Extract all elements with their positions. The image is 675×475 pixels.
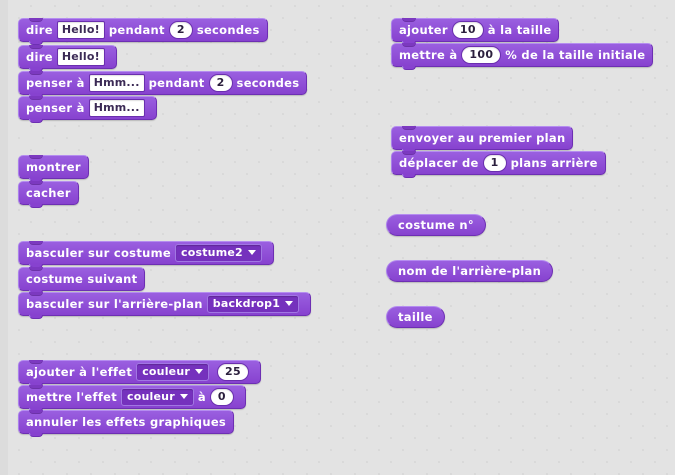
block-label: dire xyxy=(26,23,53,37)
block-next-costume[interactable]: costume suivant xyxy=(18,267,146,294)
number-input-field[interactable]: 100 xyxy=(461,46,502,64)
block-label: secondes xyxy=(236,76,300,90)
block-costume-number[interactable]: costume n° xyxy=(386,214,486,236)
number-input-field[interactable]: 2 xyxy=(168,21,193,39)
block-label: à xyxy=(197,390,206,404)
block-label: ajouter à l'effet xyxy=(26,365,133,379)
block-label: envoyer au premier plan xyxy=(399,131,566,145)
block-label: montrer xyxy=(26,160,81,174)
block-show[interactable]: montrer xyxy=(18,155,89,182)
block-change-effect[interactable]: ajouter à l'effet couleur 25 xyxy=(18,360,261,387)
block-label: basculer sur l'arrière-plan xyxy=(26,297,203,311)
number-input-field[interactable]: 1 xyxy=(482,154,507,172)
block-label: annuler les effets graphiques xyxy=(26,415,227,429)
block-label: ajouter xyxy=(399,23,448,37)
block-label: nom de l'arrière-plan xyxy=(398,264,542,278)
dropdown-menu[interactable]: couleur xyxy=(136,363,209,381)
dropdown-menu[interactable]: backdrop1 xyxy=(206,295,300,313)
text-input-field[interactable]: Hello! xyxy=(56,21,105,39)
block-label: costume suivant xyxy=(26,272,138,286)
block-label: pendant xyxy=(148,76,205,90)
dropdown-value: couleur xyxy=(142,365,190,378)
palette-left-gutter xyxy=(0,0,8,475)
block-backdrop-name[interactable]: nom de l'arrière-plan xyxy=(386,260,554,282)
block-label: secondes xyxy=(196,23,260,37)
block-label: taille xyxy=(398,310,433,324)
dropdown-menu[interactable]: costume2 xyxy=(175,244,262,262)
block-label: penser à xyxy=(26,76,85,90)
block-label: mettre à xyxy=(399,48,458,62)
number-input-field[interactable]: 10 xyxy=(451,21,484,39)
dropdown-value: costume2 xyxy=(181,246,243,259)
chevron-down-icon xyxy=(247,250,256,255)
block-label: plans arrière xyxy=(510,156,598,170)
number-input-field[interactable]: 0 xyxy=(209,388,234,406)
block-size[interactable]: taille xyxy=(386,306,445,328)
block-label: penser à xyxy=(26,101,85,115)
block-go-to-front[interactable]: envoyer au premier plan xyxy=(391,126,574,153)
block-label: pendant xyxy=(108,23,165,37)
text-input-field[interactable]: Hmm... xyxy=(88,74,145,92)
chevron-down-icon xyxy=(285,301,294,306)
block-label: costume n° xyxy=(398,218,474,232)
block-label: déplacer de xyxy=(399,156,479,170)
block-label: % de la taille initiale xyxy=(505,48,646,62)
dropdown-menu[interactable]: couleur xyxy=(121,388,194,406)
block-label: dire xyxy=(26,50,53,64)
chevron-down-icon xyxy=(195,369,203,374)
block-switch-backdrop[interactable]: basculer sur l'arrière-plan backdrop1 xyxy=(18,292,312,319)
block-hide[interactable]: cacher xyxy=(18,181,79,208)
dropdown-value: couleur xyxy=(127,390,175,403)
block-clear-effects[interactable]: annuler les effets graphiques xyxy=(18,410,235,437)
text-input-field[interactable]: Hello! xyxy=(56,48,105,66)
block-label: mettre l'effet xyxy=(26,390,118,404)
block-switch-costume[interactable]: basculer sur costume costume2 xyxy=(18,241,274,268)
block-label: basculer sur costume xyxy=(26,246,171,260)
block-label: à la taille xyxy=(487,23,552,37)
chevron-down-icon xyxy=(179,394,188,399)
number-input-field[interactable]: 2 xyxy=(208,74,233,92)
text-input-field[interactable]: Hmm... xyxy=(88,99,145,117)
number-input-field[interactable]: 25 xyxy=(217,363,249,381)
block-label: cacher xyxy=(26,186,71,200)
dropdown-value: backdrop1 xyxy=(212,297,281,310)
